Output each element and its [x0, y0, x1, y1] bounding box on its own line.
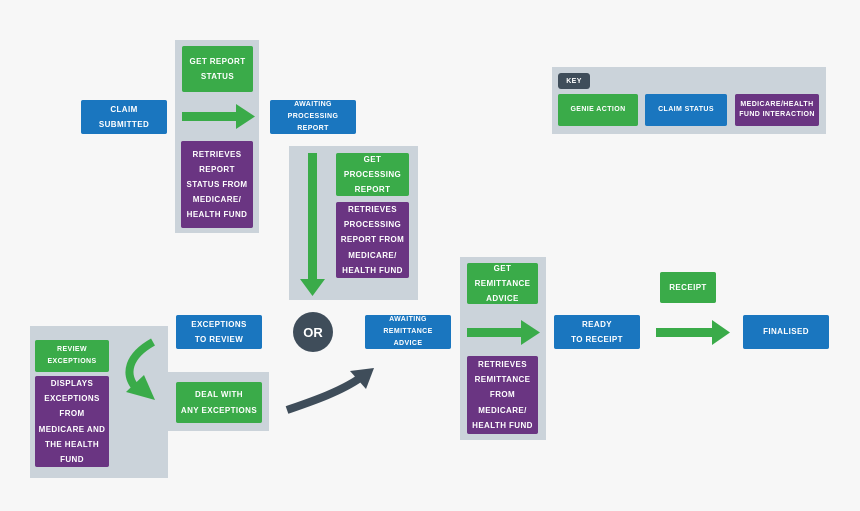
- claim-submitted-status: CLAIM SUBMITTED: [81, 100, 167, 134]
- arrow-right-finalised: [656, 320, 730, 345]
- finalised-status: FINALISED: [743, 315, 829, 349]
- awaiting-processing-report-status: AWAITING PROCESSING REPORT: [270, 100, 356, 134]
- receipt-action: RECEIPT: [660, 272, 716, 303]
- arrow-curved-dark: [285, 374, 363, 414]
- key-medicare-interaction: MEDICARE/HEALTH FUND INTERACTION: [735, 94, 819, 126]
- retrieves-report-status-interaction: RETRIEVES REPORT STATUS FROM MEDICARE/ H…: [181, 141, 253, 228]
- key-genie-action: GENIE ACTION: [558, 94, 638, 126]
- review-exceptions-action: REVIEW EXCEPTIONS: [35, 340, 109, 372]
- deal-with-exceptions-action: DEAL WITH ANY EXCEPTIONS: [176, 382, 262, 423]
- get-report-status-action: GET REPORT STATUS: [182, 46, 253, 92]
- get-remittance-advice-action: GET REMITTANCE ADVICE: [467, 263, 538, 304]
- exceptions-to-review-status: EXCEPTIONS TO REVIEW: [176, 315, 262, 349]
- arrow-curved-exceptions-head: [126, 375, 155, 400]
- arrow-right-remittance: [467, 320, 540, 345]
- key-title: KEY: [558, 73, 590, 89]
- arrow-curved-exceptions: [125, 338, 156, 391]
- arrow-down-processing: [300, 153, 325, 296]
- arrow-curved-dark-head: [350, 368, 374, 389]
- awaiting-remittance-advice-status: AWAITING REMITTANCE ADVICE: [365, 315, 451, 349]
- or-connector: OR: [293, 312, 333, 352]
- ready-to-receipt-status: READY TO RECEIPT: [554, 315, 640, 349]
- get-processing-report-action: GET PROCESSING REPORT: [336, 153, 409, 196]
- arrow-right-report-status: [182, 104, 255, 129]
- displays-exceptions-interaction: DISPLAYS EXCEPTIONS FROM MEDICARE AND TH…: [35, 376, 109, 467]
- key-claim-status: CLAIM STATUS: [645, 94, 727, 126]
- retrieves-processing-report-interaction: RETRIEVES PROCESSING REPORT FROM MEDICAR…: [336, 202, 409, 278]
- retrieves-remittance-interaction: RETRIEVES REMITTANCE FROM MEDICARE/ HEAL…: [467, 356, 538, 434]
